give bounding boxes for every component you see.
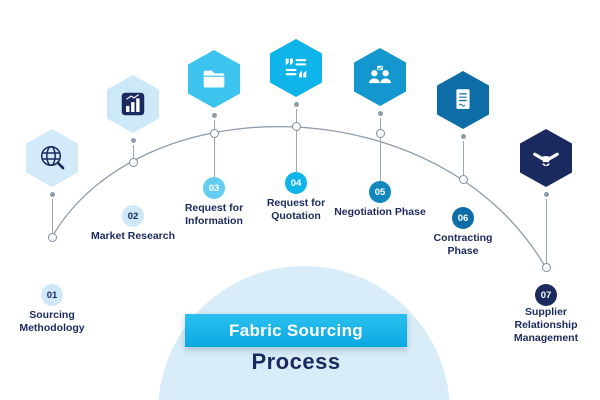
connector-line (546, 199, 547, 263)
step-number-badge: 05 (369, 181, 391, 203)
arc-node (48, 233, 57, 242)
connector-dot (50, 192, 55, 197)
arc-node (129, 158, 138, 167)
folder-icon (203, 70, 225, 88)
connector-dot (544, 192, 549, 197)
step-label: Sourcing Methodology (19, 309, 85, 335)
arc-node (210, 129, 219, 138)
title-line2: Process (251, 349, 341, 374)
globe-search-icon (40, 145, 65, 170)
arc-node (542, 263, 551, 272)
step-label: Negotiation Phase (334, 206, 426, 218)
connector-line (463, 141, 464, 175)
connector-dot (294, 102, 299, 107)
step-number-badge: 03 (203, 177, 225, 199)
step-label: Contracting Phase (433, 232, 493, 258)
step-number-badge: 01 (41, 284, 63, 306)
bar-chart-icon (121, 92, 145, 116)
hexagon-step-1 (26, 129, 78, 187)
connector-dot (378, 111, 383, 116)
step-label: Supplier Relationship Management (513, 306, 579, 345)
connector-dot (212, 113, 217, 118)
step-label: Request for Quotation (266, 197, 326, 223)
arc-node (376, 129, 385, 138)
people-negotiation-icon (369, 65, 391, 84)
step-number-badge: 02 (122, 205, 144, 227)
handshake-icon (533, 152, 559, 167)
quote-list-icon (285, 58, 307, 78)
title-banner: Fabric Sourcing (185, 314, 407, 347)
connector-dot (461, 134, 466, 139)
contract-document-icon (456, 89, 470, 109)
connector-line (296, 109, 297, 172)
title-line1: Fabric Sourcing (229, 320, 363, 340)
step-number-badge: 07 (535, 284, 557, 306)
step-number-badge: 06 (452, 207, 474, 229)
connector-dot (131, 138, 136, 143)
hexagon-step-7 (520, 129, 572, 187)
arc-node (459, 175, 468, 184)
connector-line (214, 120, 215, 177)
connector-line (380, 118, 381, 181)
hexagon-step-3 (188, 50, 240, 108)
connector-line (133, 145, 134, 158)
arc-node (292, 122, 301, 131)
step-label: Market Research (90, 230, 176, 242)
step-label: Request for Information (184, 202, 244, 228)
step-number-badge: 04 (285, 172, 307, 194)
connector-line (52, 199, 53, 233)
